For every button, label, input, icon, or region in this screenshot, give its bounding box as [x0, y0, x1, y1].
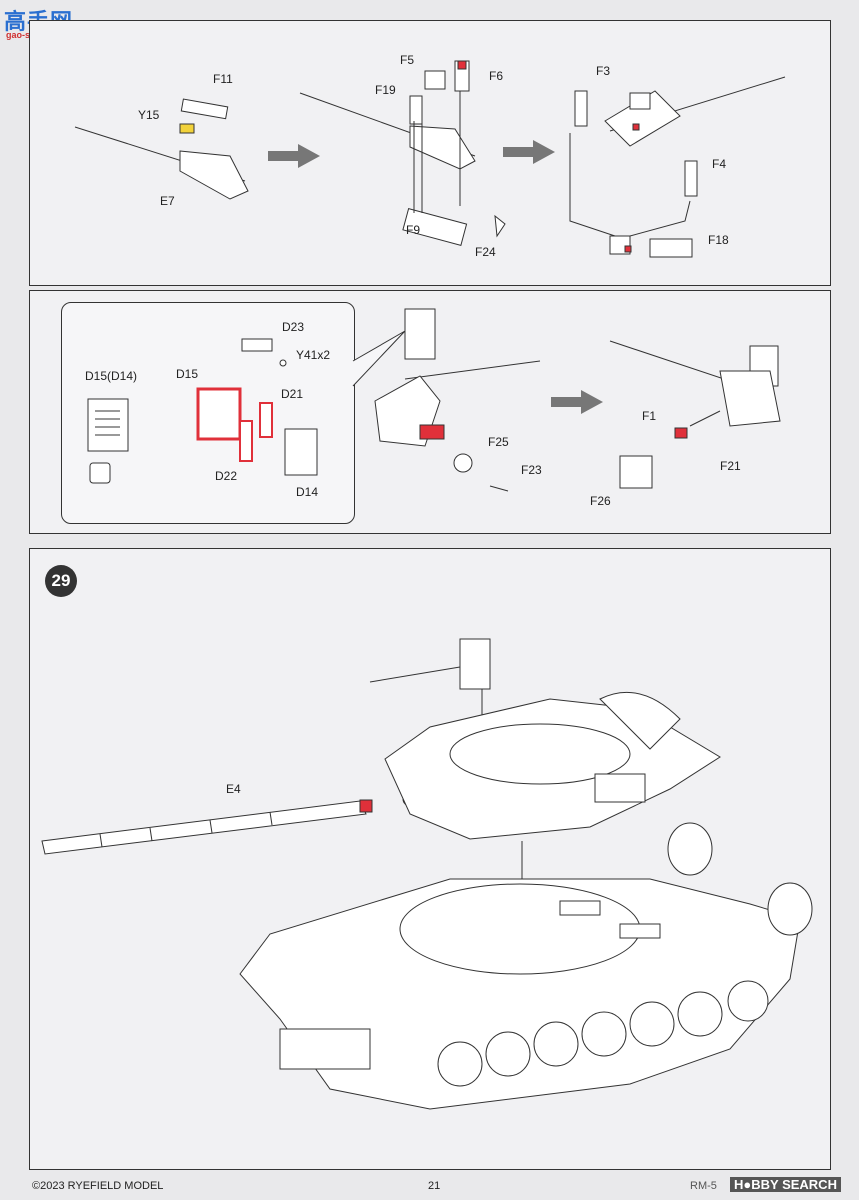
- label-f11: F11: [213, 72, 233, 86]
- panel-step-top: F11 Y15 E7 F5 F6 F19 F9 F24 F3 F4 F18: [29, 20, 831, 286]
- label-e7: E7: [160, 194, 175, 208]
- label-f18: F18: [708, 233, 729, 247]
- panel-middle-drawing: [87, 308, 781, 492]
- step-number-badge: 29: [45, 565, 77, 597]
- label-f24: F24: [475, 245, 496, 259]
- label-f19: F19: [375, 83, 396, 97]
- label-d22: D22: [215, 469, 238, 483]
- panel-top-drawing: [74, 60, 786, 258]
- label-f3: F3: [596, 64, 611, 78]
- label-e4: E4: [226, 782, 241, 796]
- panel-step-middle: D15(D14) D15 D23 Y41x2 D21 D22 D14 F25 F…: [29, 290, 831, 534]
- label-f6: F6: [489, 69, 504, 83]
- label-d15: D15: [176, 367, 199, 381]
- label-d15-d14: D15(D14): [85, 369, 138, 383]
- label-f21: F21: [720, 459, 741, 473]
- label-d23: D23: [282, 320, 305, 334]
- label-f23: F23: [521, 463, 542, 477]
- label-y41: Y41x2: [296, 348, 331, 362]
- label-y15: Y15: [138, 108, 160, 122]
- label-f1: F1: [642, 409, 657, 423]
- label-f4: F4: [712, 157, 727, 171]
- panel-step-29: 29: [29, 548, 831, 1170]
- footer-brand: H●BBY SEARCH: [730, 1177, 841, 1192]
- footer-partial-code: RM-5: [690, 1180, 717, 1192]
- label-f25: F25: [488, 435, 509, 449]
- label-f5: F5: [400, 53, 415, 67]
- footer-page-number: 21: [428, 1180, 441, 1192]
- footer-copyright: ©2023 RYEFIELD MODEL: [32, 1180, 164, 1192]
- tank-assembly-drawing: [41, 638, 813, 1110]
- label-d21: D21: [281, 387, 304, 401]
- label-f9: F9: [406, 223, 421, 237]
- label-f26: F26: [590, 494, 611, 508]
- label-d14: D14: [296, 485, 319, 499]
